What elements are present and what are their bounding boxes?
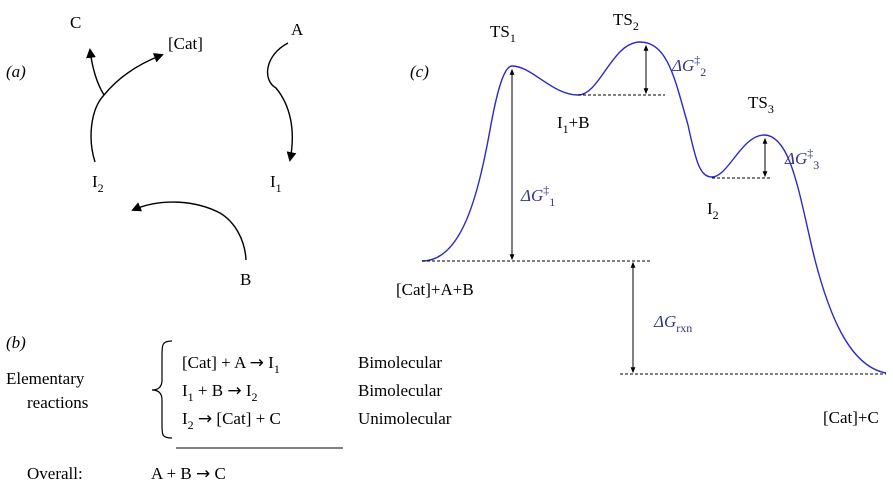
overall-reaction: A + B → C <box>151 464 226 484</box>
reaction-type-2: Bimolecular <box>358 381 442 400</box>
panel-b: (b) Elementary reactions [Cat] + A → I1 … <box>6 333 452 484</box>
panel-c-label: (c) <box>410 62 429 81</box>
ts2-label: TS2 <box>613 10 639 33</box>
reaction-row-1: [Cat] + A → I1 <box>182 353 280 376</box>
cat-label: [Cat] <box>168 34 203 53</box>
reaction-row-3: I2 → [Cat] + C <box>182 409 281 432</box>
ts1-label: TS1 <box>490 22 516 45</box>
cycle-arrow-to-cat <box>103 53 164 96</box>
reaction-type-1: Bimolecular <box>358 353 442 372</box>
cycle-arrow-i2-to-cat <box>90 94 105 163</box>
energy-profile-curve <box>421 41 887 374</box>
ts3-label: TS3 <box>748 93 774 116</box>
end-state-label: [Cat]+C <box>823 408 879 427</box>
reactant-b-label: B <box>240 270 251 289</box>
start-state-label: [Cat]+A+B <box>396 280 474 299</box>
dg2-label: ΔG‡2 <box>671 53 706 79</box>
cycle-arrow-i1-to-i2 <box>131 201 247 261</box>
product-c-label: C <box>70 13 81 32</box>
reaction-row-2: I1 + B → I2 <box>182 381 258 404</box>
panel-a-label: (a) <box>6 62 26 81</box>
panel-b-label: (b) <box>6 333 26 352</box>
reactant-a-label: A <box>291 20 304 39</box>
i1-b-label: I1+B <box>557 113 590 136</box>
cycle-arrow-release-c <box>86 48 105 96</box>
group-label-line2: reactions <box>27 393 88 412</box>
intermediate-i1-label: I1 <box>270 172 282 195</box>
reaction-type-3: Unimolecular <box>358 409 452 428</box>
dg3-label: ΔG‡3 <box>784 146 819 172</box>
dg-rxn-label: ΔGrxn <box>653 312 692 335</box>
intermediate-i2-label: I2 <box>92 172 104 195</box>
panel-c: (c) TS1 TS2 TS3 I1+B I2 [Cat]+A+B [Cat]+… <box>396 10 887 427</box>
dg1-label: ΔG‡1 <box>520 183 555 209</box>
i2-label: I2 <box>707 199 719 222</box>
group-label-line1: Elementary <box>6 369 85 388</box>
reaction-brace <box>151 340 173 439</box>
cycle-arrow-a-to-i1 <box>266 42 297 162</box>
panel-a: (a) [Cat] A C B I1 I2 <box>6 13 304 289</box>
overall-label: Overall: <box>27 464 83 483</box>
